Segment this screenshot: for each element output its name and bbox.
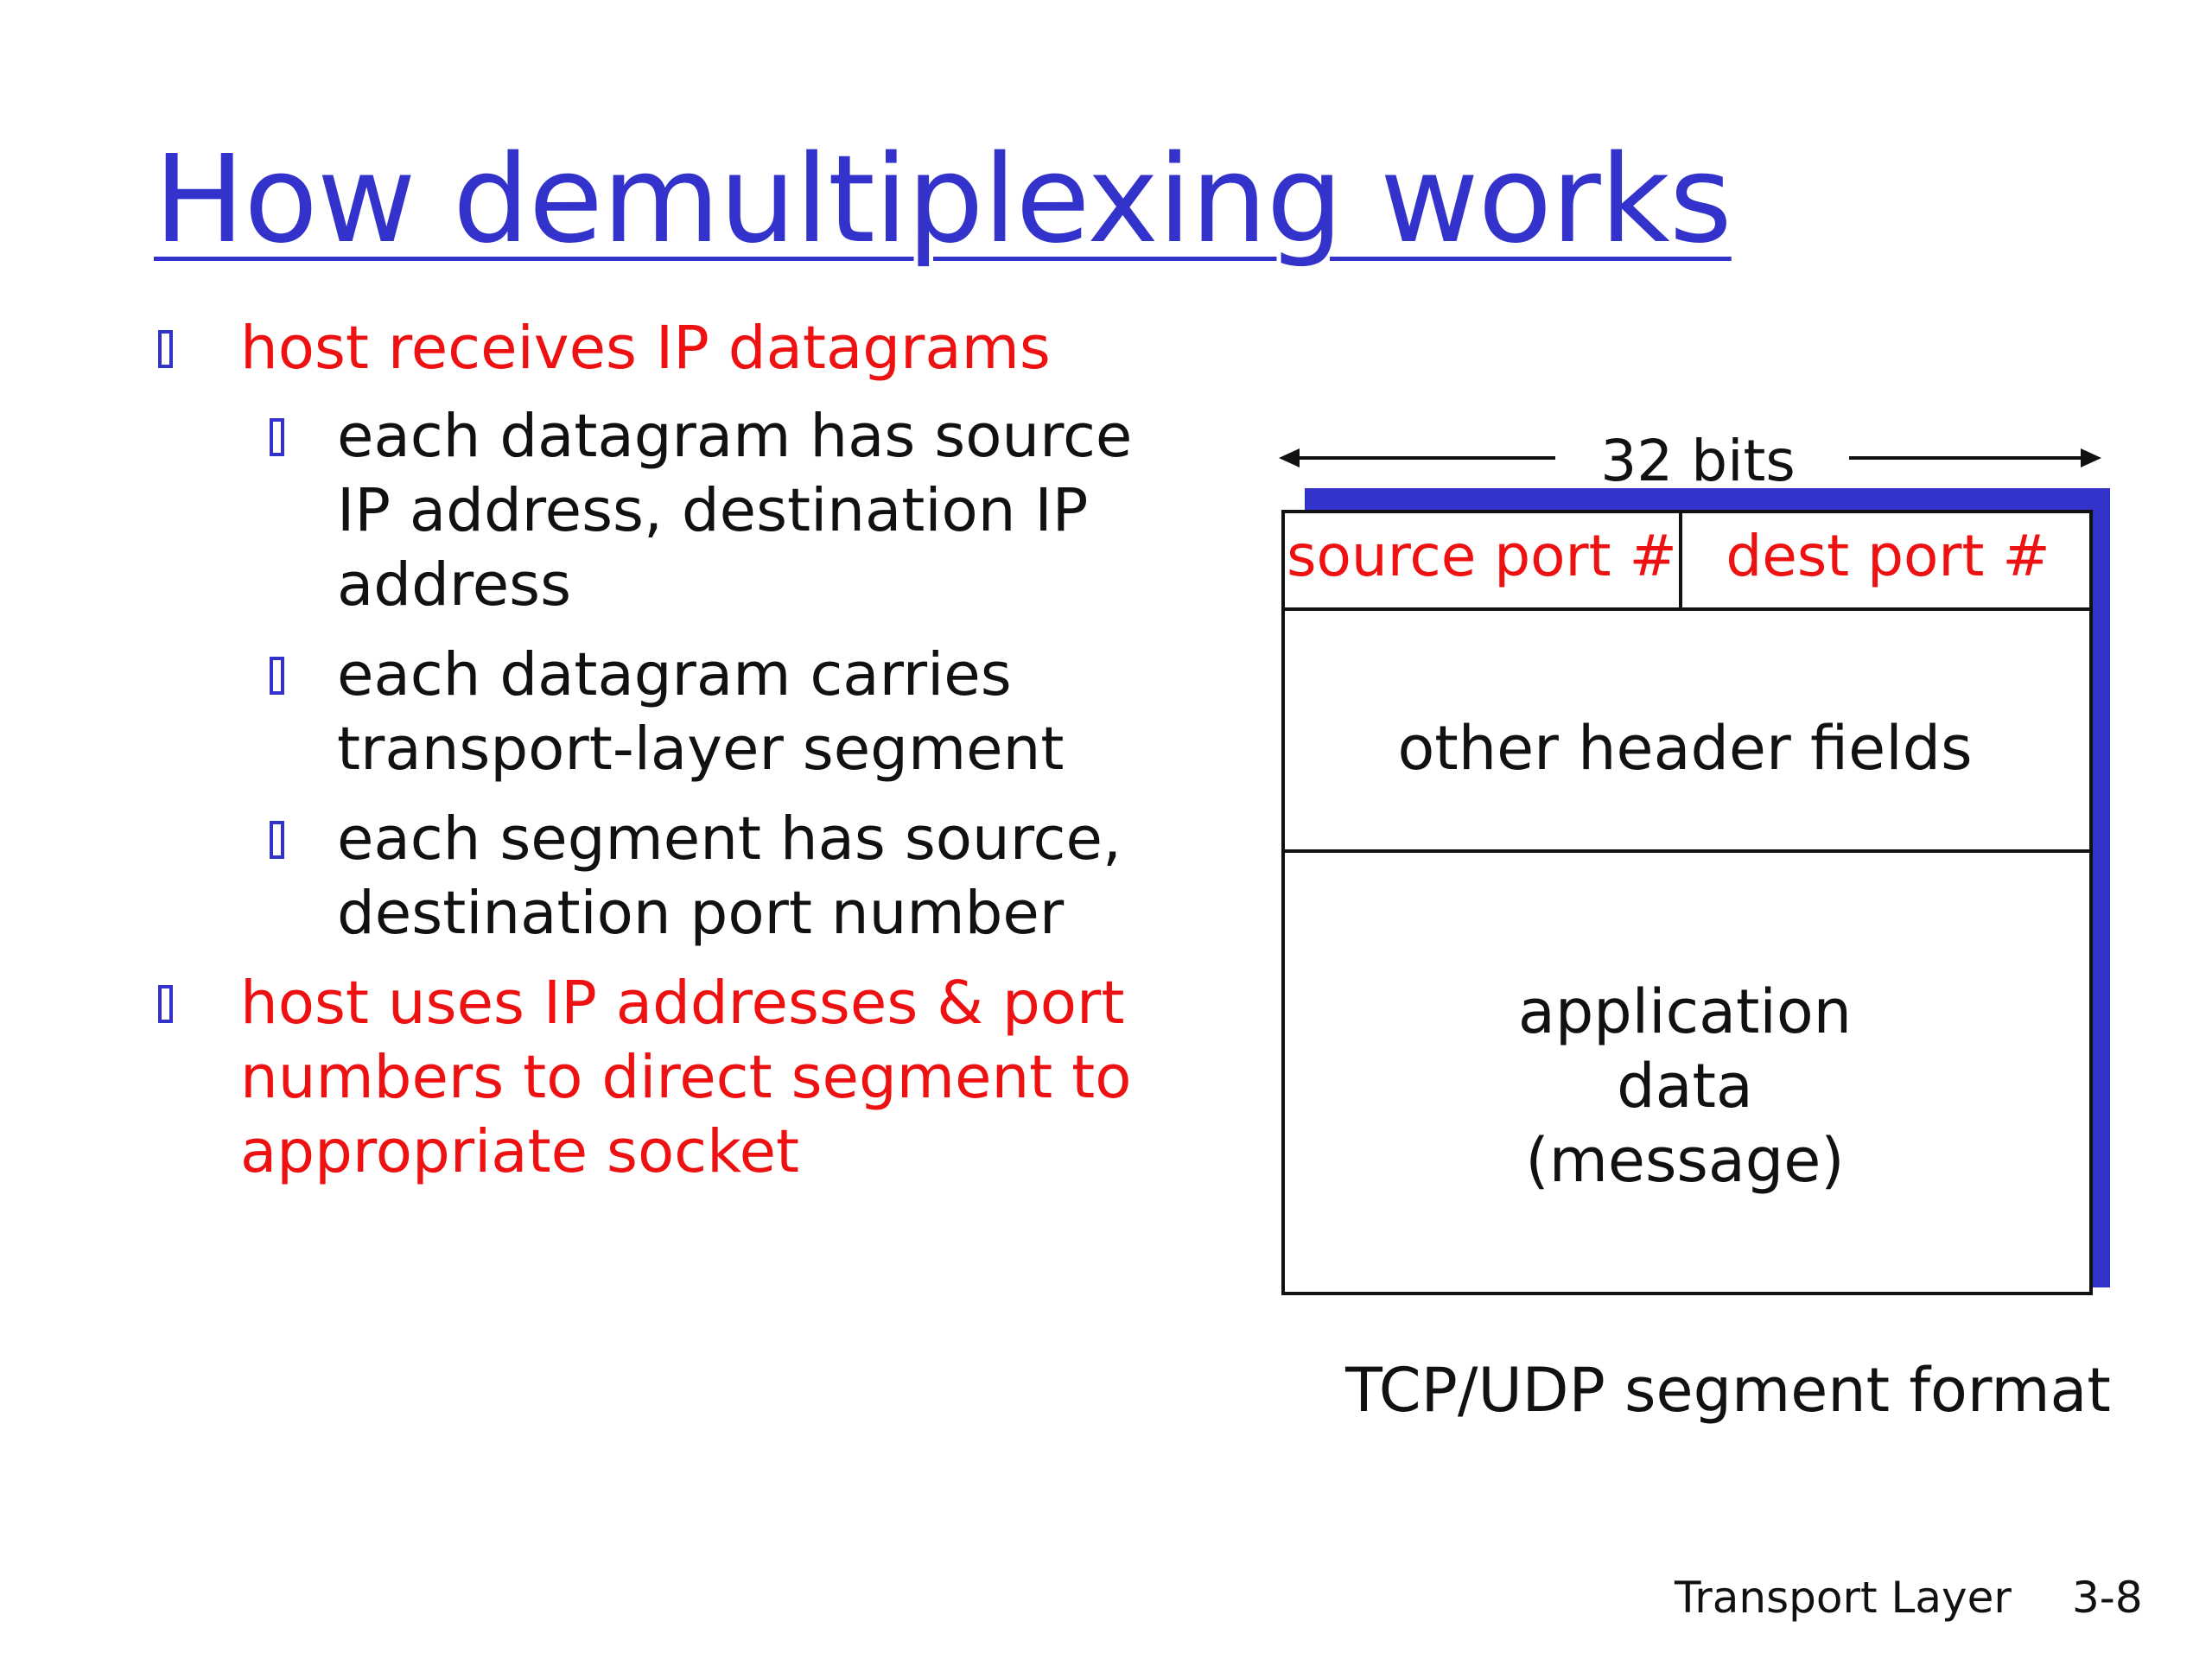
bullet-box-icon	[270, 657, 284, 695]
bullet-line: appropriate socket	[240, 1117, 800, 1186]
bullet-line: each segment has source,	[337, 804, 1122, 874]
bullet-line: each datagram has source	[337, 402, 1133, 471]
slide-title: How demultiplexing works	[154, 130, 1732, 270]
segment-format-graphic	[1279, 448, 2110, 1295]
bullet-line: numbers to direct segment to	[240, 1043, 1132, 1112]
segment-box	[1281, 510, 2093, 1295]
bullet-box-icon	[270, 418, 284, 456]
bullet-line: transport-layer segment	[337, 715, 1065, 784]
bullet-line: each datagram carries	[337, 640, 1012, 709]
other-header-fields: other header fields	[1397, 713, 1973, 784]
bullet-line: address	[337, 550, 572, 620]
footer-page-number: 3-8	[2072, 1573, 2143, 1623]
footer-section-name: Transport Layer	[1675, 1573, 2012, 1623]
width-label: 32 bits	[1600, 428, 1796, 494]
bullet-segment-ports: each segment has source, destination por…	[270, 802, 1122, 950]
payload-line: application	[1517, 976, 1853, 1047]
segment-format-diagram: 32 bits source port # dest port # other …	[1279, 415, 2126, 1331]
bullet-host-uses: host uses IP addresses & port numbers to…	[158, 966, 1132, 1189]
dest-port-field: dest port #	[1726, 523, 2050, 589]
bullet-line: IP address, destination IP	[337, 476, 1089, 545]
source-port-field: source port #	[1287, 523, 1677, 589]
payload-line: (message)	[1525, 1125, 1845, 1196]
bullet-box-icon	[158, 330, 173, 368]
payload-line: data	[1617, 1051, 1753, 1122]
bullet-box-icon	[270, 821, 284, 859]
bullet-datagram-addresses: each datagram has source IP address, des…	[270, 399, 1133, 622]
bullet-datagram-segment: each datagram carries transport-layer se…	[270, 638, 1065, 786]
bullet-box-icon	[158, 985, 173, 1023]
diagram-caption: TCP/UDP segment format	[1345, 1355, 2111, 1426]
bullet-host-receives: host receives IP datagrams	[158, 311, 1051, 385]
bullet-text: host receives IP datagrams	[240, 314, 1051, 383]
arrowhead-left-icon	[1279, 448, 1300, 467]
bullet-line: destination port number	[337, 879, 1065, 948]
bullet-line: host uses IP addresses & port	[240, 969, 1125, 1038]
arrowhead-right-icon	[2081, 448, 2101, 467]
application-data-field: application data (message)	[1279, 975, 2091, 1198]
